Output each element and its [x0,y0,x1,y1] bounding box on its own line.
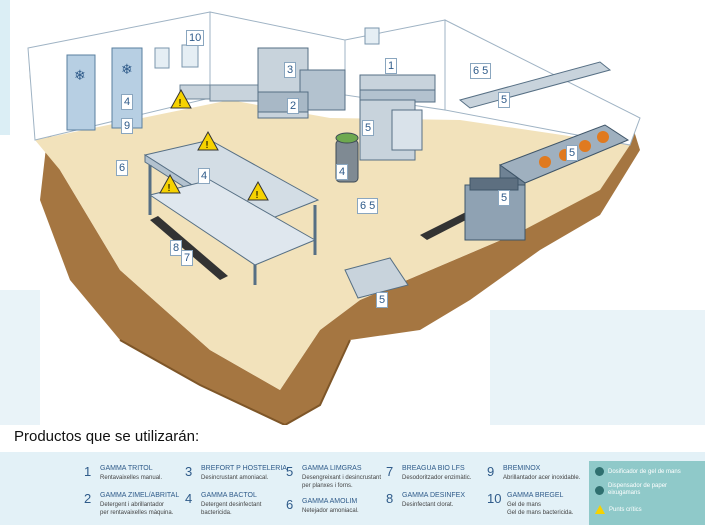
legend-number: 2 [84,491,92,506]
area-tag: 5 [362,120,375,136]
legend-product: GAMMA TRITOL [100,465,153,472]
legend-description: Detergent i abrillantador per rentavaixe… [100,502,174,516]
svg-text:❄: ❄ [74,68,86,84]
legend-product: GAMMA BREGEL [507,492,564,499]
legend-number: 3 [185,464,193,479]
ground-section [28,48,640,425]
area-tag: 10 [186,30,205,46]
wall-shelf [458,61,612,109]
area-tag: 4 [121,94,134,110]
legend-description: Desinfectant clorat. [402,502,454,508]
legend-description: Netejador amoniacal. [302,508,359,514]
warning-triangle-icon [595,505,605,514]
svg-text:!: ! [167,183,171,194]
area-tag: 5 [498,92,511,108]
legend-product: GAMMA LIMGRAS [302,465,362,472]
gel-dispenser-icon [595,467,604,476]
key-item: Dosificador de gel de mans [595,467,681,476]
freezer-door-right [111,47,143,129]
products-caption: Productos que se utilizarán: [14,428,200,445]
legend-product: GAMMA BACTOL [201,492,257,499]
area-tag: 5 [566,145,579,161]
area-tag: 4 [198,168,211,184]
area-tag: 1 [385,58,398,74]
legend-number: 10 [487,491,502,506]
legend-product: BREMINOX [503,465,541,472]
legend-description: Detergent desinfectant bactericida. [201,502,262,516]
freezer-door-left [66,54,96,131]
area-tag: 5 [376,292,389,308]
warning-triangle-icon: ! [159,173,181,194]
legend-product: GAMMA ZIMEL/ABRITAL [100,492,180,499]
legend-number: 5 [286,464,294,479]
legend-number: 6 [286,497,294,512]
floor-drain [150,216,228,280]
key-label: Dosificador de gel de mans [608,469,681,476]
warning-triangle-icon: ! [170,88,192,109]
key-item: Punts crítics [595,505,642,514]
back-counter [359,74,436,91]
paper-dispenser [181,44,199,68]
svg-text:!: ! [205,140,209,151]
kitchen-illustration: ❄ ❄ ! ! [0,0,705,425]
paper-dispenser-icon [595,485,604,495]
area-tag: 6 [116,160,129,176]
legend-product: GAMMA DESINFEX [402,492,466,499]
area-tag: 2 [287,98,300,114]
floor-sink [344,257,409,299]
area-tag: 5 [498,190,511,206]
svg-text:!: ! [255,190,259,201]
products-legend: 1 GAMMA TRITOL Rentavaixelles manual. 2 … [0,452,705,525]
legend-number: 1 [84,464,92,479]
legend-number: 9 [487,464,495,479]
legend-number: 4 [185,491,193,506]
legend-description: Desodoritzador enzimàtic. [402,475,472,481]
legend-number: 8 [386,491,394,506]
legend-description: Desengreixant i desincrustant per planxe… [302,475,382,489]
legend-description: Abrillantador acer inoxidable. [503,475,581,481]
warning-triangle-icon: ! [247,180,269,201]
svg-text:!: ! [178,98,182,109]
area-tag: 9 [121,118,134,134]
symbol-key: Dosificador de gel de mans Dispensador d… [589,461,705,525]
legend-product: GAMMA AMOLIM [302,498,358,505]
area-tag: 3 [284,62,297,78]
griddle [464,184,526,241]
key-label: Dispensador de paper eixugamans [608,483,668,496]
legend-product: BREAGUA BIO LFS [402,465,465,472]
area-tag: 8 [170,240,183,256]
area-tag: 6 5 [357,198,379,214]
key-label: Punts crítics [609,507,642,514]
area-tag: 7 [181,250,194,266]
key-item: Dispensador de paper eixugamans [595,483,667,497]
gel-dispenser [154,47,170,69]
area-tag: 4 [336,164,349,180]
legend-number: 7 [386,464,394,479]
warning-triangle-icon: ! [197,130,219,151]
legend-description: Rentavaixelles manual. [100,475,163,481]
svg-text:❄: ❄ [121,62,133,78]
legend-description: Desincrustant amoniacal. [201,475,269,481]
legend-product: BREFORT P HOSTELERIA [201,465,287,472]
legend-description: Gel de mans Gel de mans bactericida. [507,502,574,516]
area-tag: 6 5 [470,63,492,79]
